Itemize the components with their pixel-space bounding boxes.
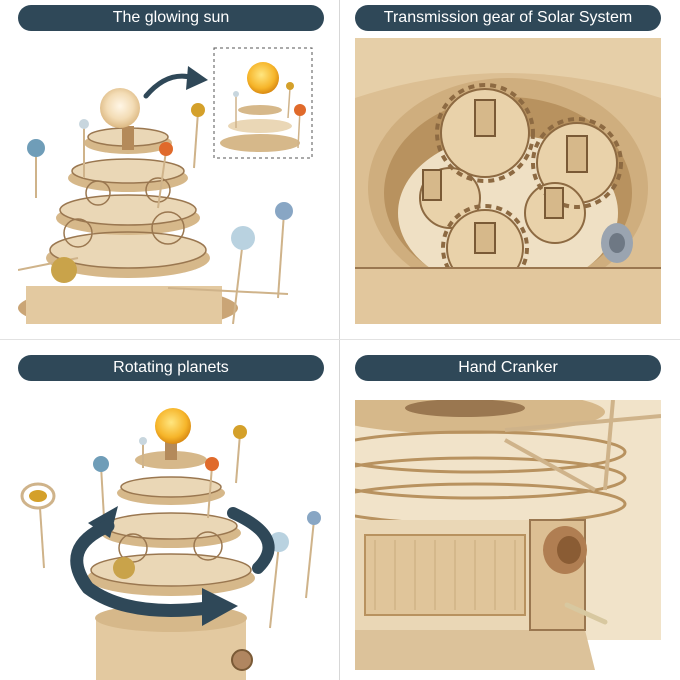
vertical-divider [339, 0, 340, 680]
transmission-gear-photo [355, 38, 661, 324]
panel-title-hand-cranker: Hand Cranker [355, 355, 661, 381]
panel-title-glowing-sun: The glowing sun [18, 5, 324, 31]
panel-title-rotating-planets: Rotating planets [18, 355, 324, 381]
glowing-sun-photo [18, 38, 324, 324]
rotating-planets-photo [18, 388, 324, 680]
panel-title-transmission-gear: Transmission gear of Solar System [355, 5, 661, 31]
hand-cranker-photo [355, 400, 661, 680]
horizontal-divider [0, 339, 680, 340]
